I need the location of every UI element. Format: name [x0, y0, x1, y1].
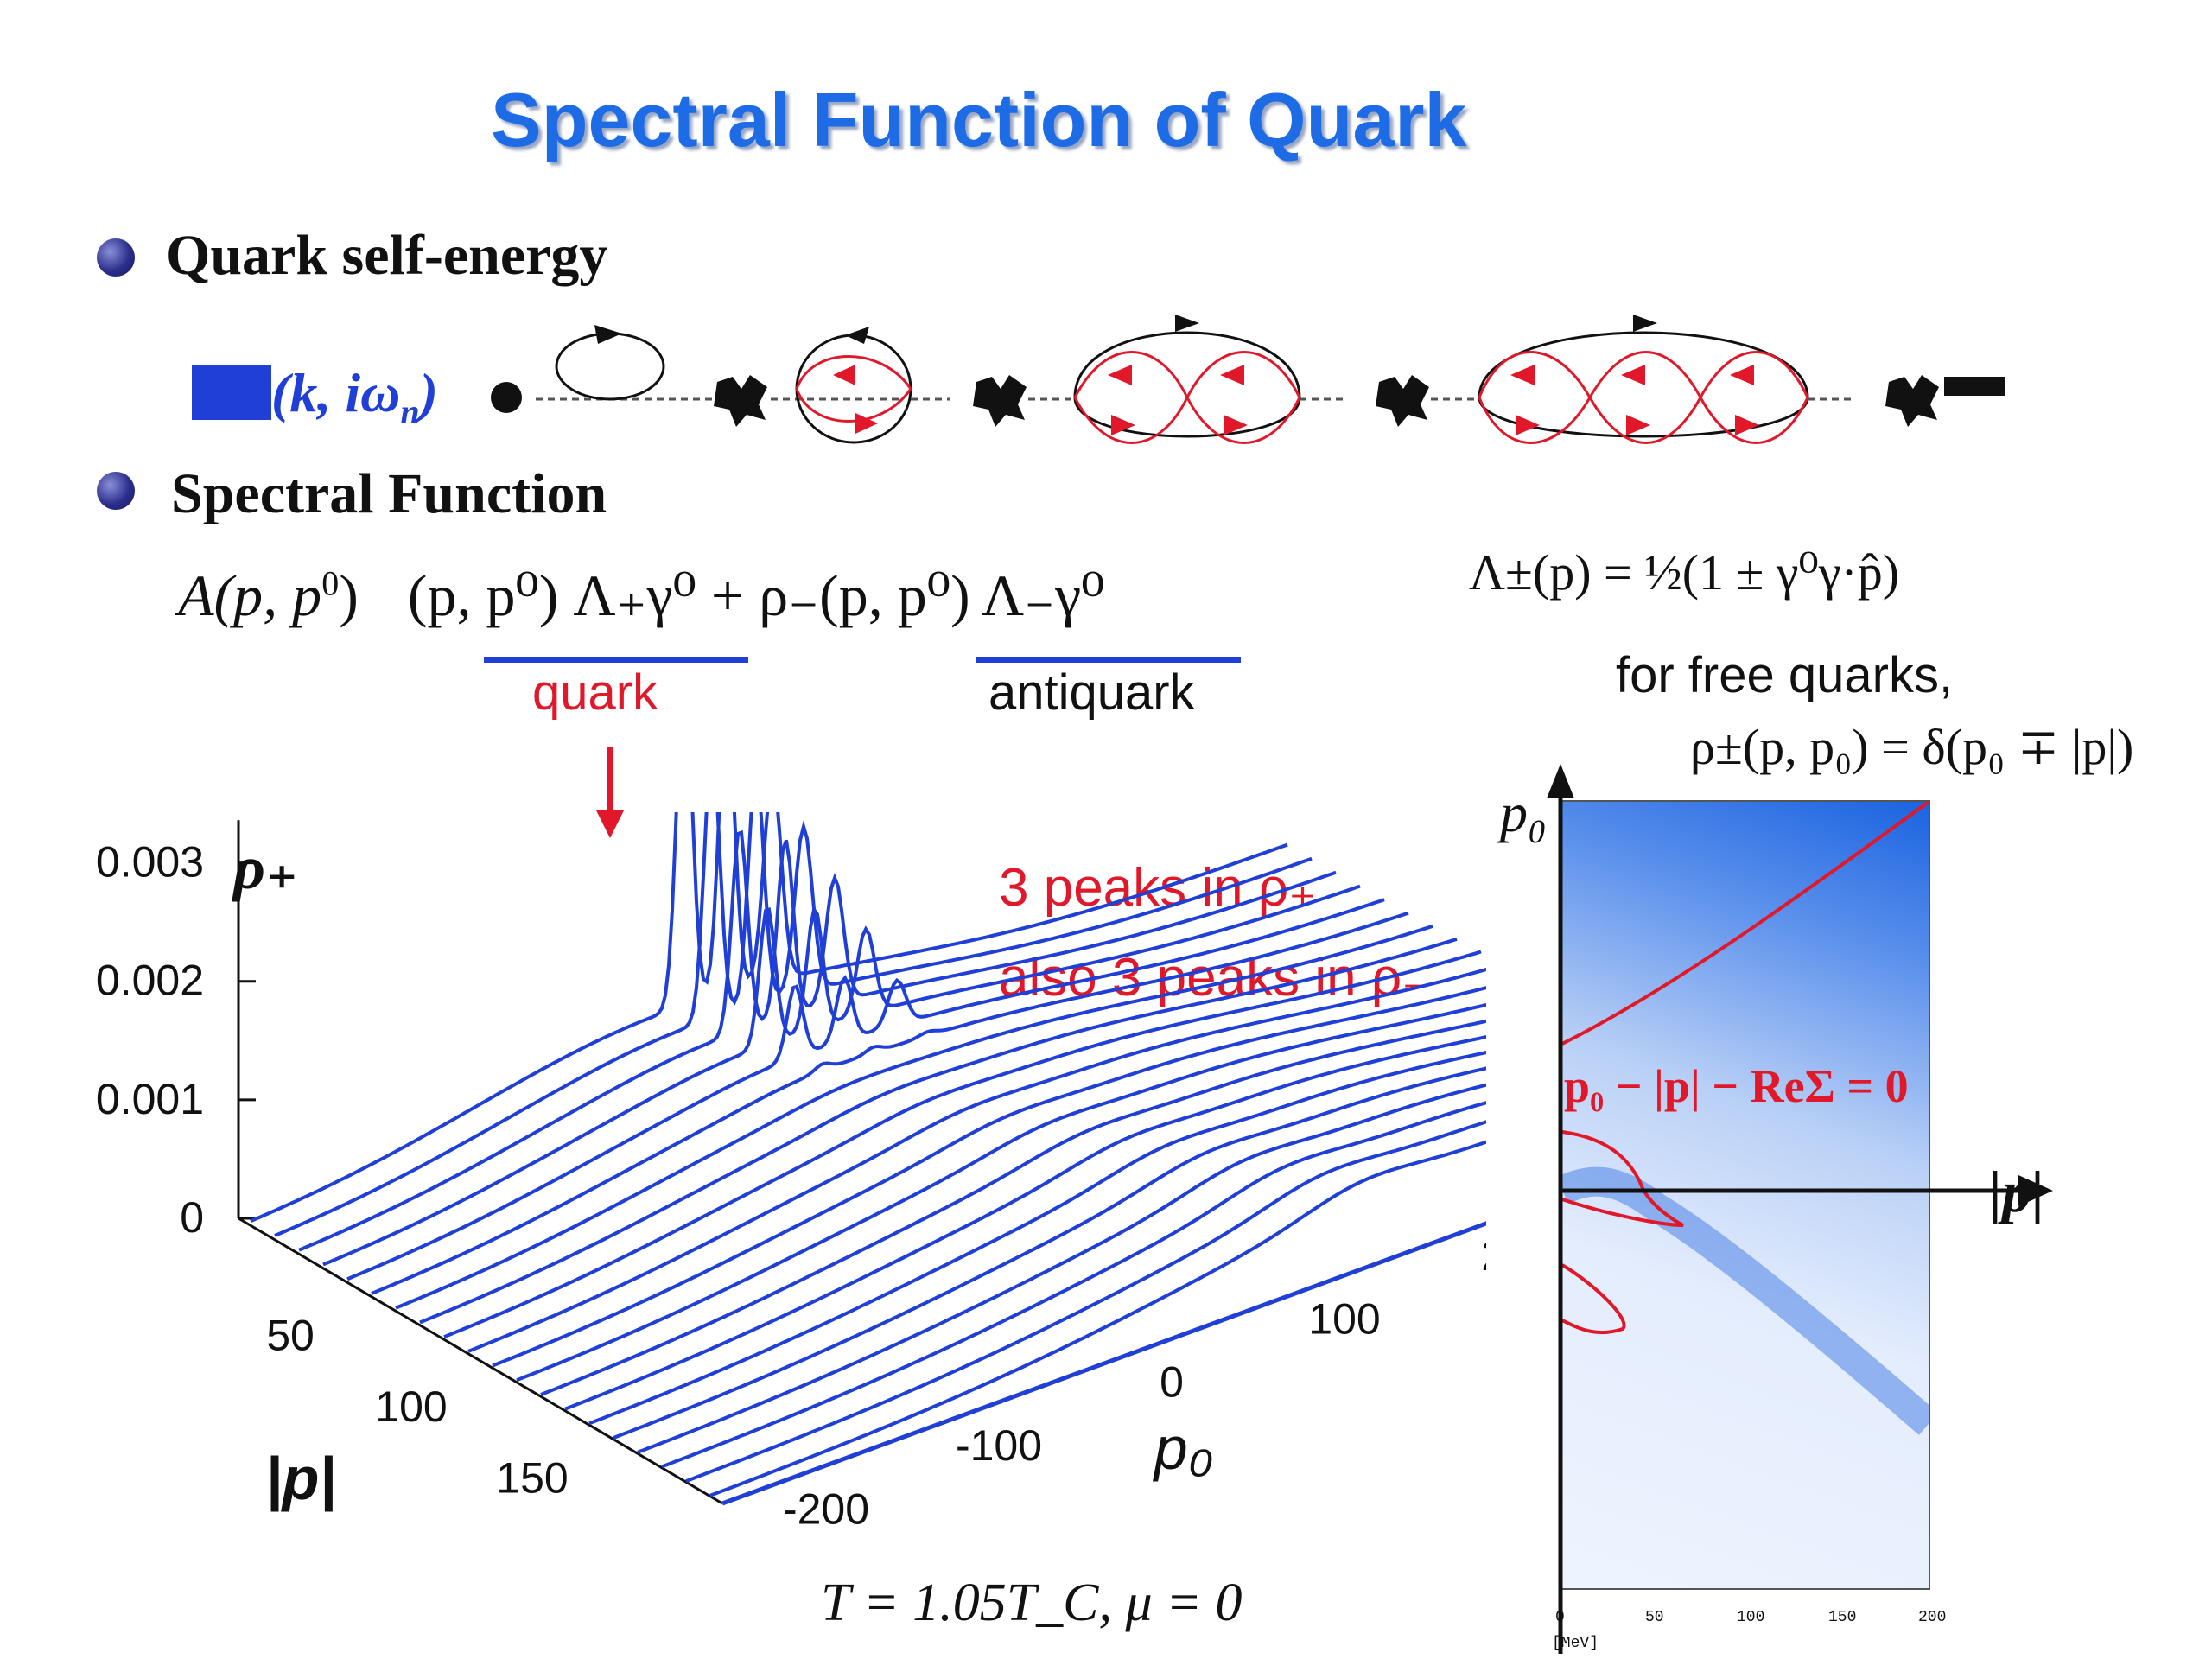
spectral-curve [709, 1140, 1486, 1497]
z-tick-label: 0.002 [96, 957, 204, 1005]
free-quark-formula: ρ±(p, p₀) = δ(p₀ ∓ |p|) [1690, 719, 2134, 775]
quark-underline [484, 657, 748, 663]
spectral-curve [613, 1066, 1486, 1440]
dispersion-label: p₀ − |p| − ReΣ = 0 [1564, 1060, 1909, 1112]
spectral-curve [540, 1019, 1486, 1396]
bullet-icon [97, 238, 135, 276]
antiquark-label: antiquark [988, 664, 1195, 721]
p0-tick-label: -200 [783, 1484, 869, 1533]
middle-branch-curve [1562, 1130, 1684, 1227]
sigma-glyph-icon [192, 365, 271, 420]
page-title: Spectral Function of Quark [491, 77, 1467, 162]
z-tick-label: 0.001 [96, 1075, 204, 1123]
spectral-curve [371, 911, 1409, 1295]
spectral-heading: Spectral Function [171, 462, 607, 525]
spectral-curve [661, 1101, 1486, 1469]
tadpole-loop [555, 332, 665, 401]
spectral-formula: A(p, p0) (p, p⁰) Λ₊γ⁰ + ρ₋(p, p⁰) Λ₋γ⁰ [178, 563, 1105, 628]
p-axis-line [238, 1217, 723, 1505]
free-quarks-label: for free quarks, [1616, 647, 1954, 703]
heatmap-x-unit: [MeV] [1552, 1635, 1599, 1652]
spectral-curve [685, 1120, 1486, 1483]
equals-dot-icon [491, 382, 522, 413]
heatmap-tick-100: 100 [1737, 1609, 1765, 1626]
heatmap-x-label: |p| [1989, 1159, 2044, 1224]
spectral-curve [492, 986, 1486, 1368]
upper-branch-curve [1562, 802, 1929, 1046]
star-op-icon [1885, 375, 1939, 427]
heatmap-overlay [1562, 802, 1929, 1435]
spectral-curve [274, 812, 1313, 1237]
spectral-curve [564, 1035, 1486, 1411]
condition-label: T = 1.05T_C, μ = 0 [821, 1573, 1243, 1632]
spectral-curve [467, 967, 1486, 1353]
heatmap-tick-50: 50 [1645, 1609, 1664, 1626]
p0-tick-label: 200 [1481, 1231, 1486, 1280]
p-axis-label: |p| [265, 1445, 336, 1512]
feynman-diagram-series [491, 315, 2005, 444]
spectral-curve [637, 1083, 1486, 1454]
spectral-curve [588, 1051, 1486, 1426]
p0-tick-label: -100 [956, 1421, 1042, 1470]
star-op-icon [1376, 375, 1429, 427]
antiquark-underline [976, 657, 1241, 663]
self-energy-lhs: (k, iωn) [192, 361, 438, 432]
spectral-curve [516, 1003, 1486, 1382]
spectral-curve [419, 937, 1458, 1325]
waterfall-plot: 0 0.001 0.002 0.003 50 100 150 |p| -200 -100 0 100 2… [96, 812, 1486, 1533]
spectral-curve [395, 924, 1433, 1310]
heatmap-panel [1560, 800, 1930, 1590]
p-tick-label: 50 [266, 1312, 315, 1360]
p-tick-label: 100 [375, 1382, 447, 1431]
star-op-icon [973, 375, 1027, 427]
heatmap-tick-150: 150 [1828, 1609, 1857, 1626]
star-op-icon [714, 375, 767, 427]
p-tick-label: 150 [496, 1454, 568, 1503]
p0-tick-label: 100 [1308, 1294, 1380, 1343]
bullet-icon [97, 472, 135, 510]
spectral-curve [346, 898, 1385, 1281]
z-tick-label: 0 [180, 1193, 204, 1242]
loop-2 [1073, 331, 1301, 438]
projector-formula: Λ±(p) = ½(1 ± γ⁰γ·p̂) [1469, 544, 1900, 601]
heatmap-axes [1547, 764, 2053, 1654]
rho-plus-axis-label: ρ₊ [233, 833, 299, 902]
quark-label: quark [532, 664, 658, 721]
p0-tick-label: 0 [1160, 1358, 1184, 1407]
spectral-curve [298, 830, 1337, 1252]
z-tick-label: 0.003 [96, 838, 204, 887]
ellipsis-bar [1944, 377, 2005, 396]
p0-axis-label: p₀ [1153, 1414, 1213, 1482]
spectral-curve [250, 812, 1288, 1224]
lower-branch-curve [1562, 1263, 1626, 1335]
spectral-curve [443, 950, 1482, 1339]
p0-axis-line [721, 1221, 1486, 1506]
loop-1 [795, 334, 912, 444]
self-energy-heading: Quark self-energy [166, 224, 608, 287]
down-arrow-icon [596, 747, 624, 838]
heatmap-tick-0: 0 [1555, 1609, 1565, 1626]
spectral-curve [322, 884, 1361, 1267]
heatmap-tick-200: 200 [1918, 1609, 1947, 1626]
heatmap-y-label: p₀ [1500, 782, 1548, 843]
